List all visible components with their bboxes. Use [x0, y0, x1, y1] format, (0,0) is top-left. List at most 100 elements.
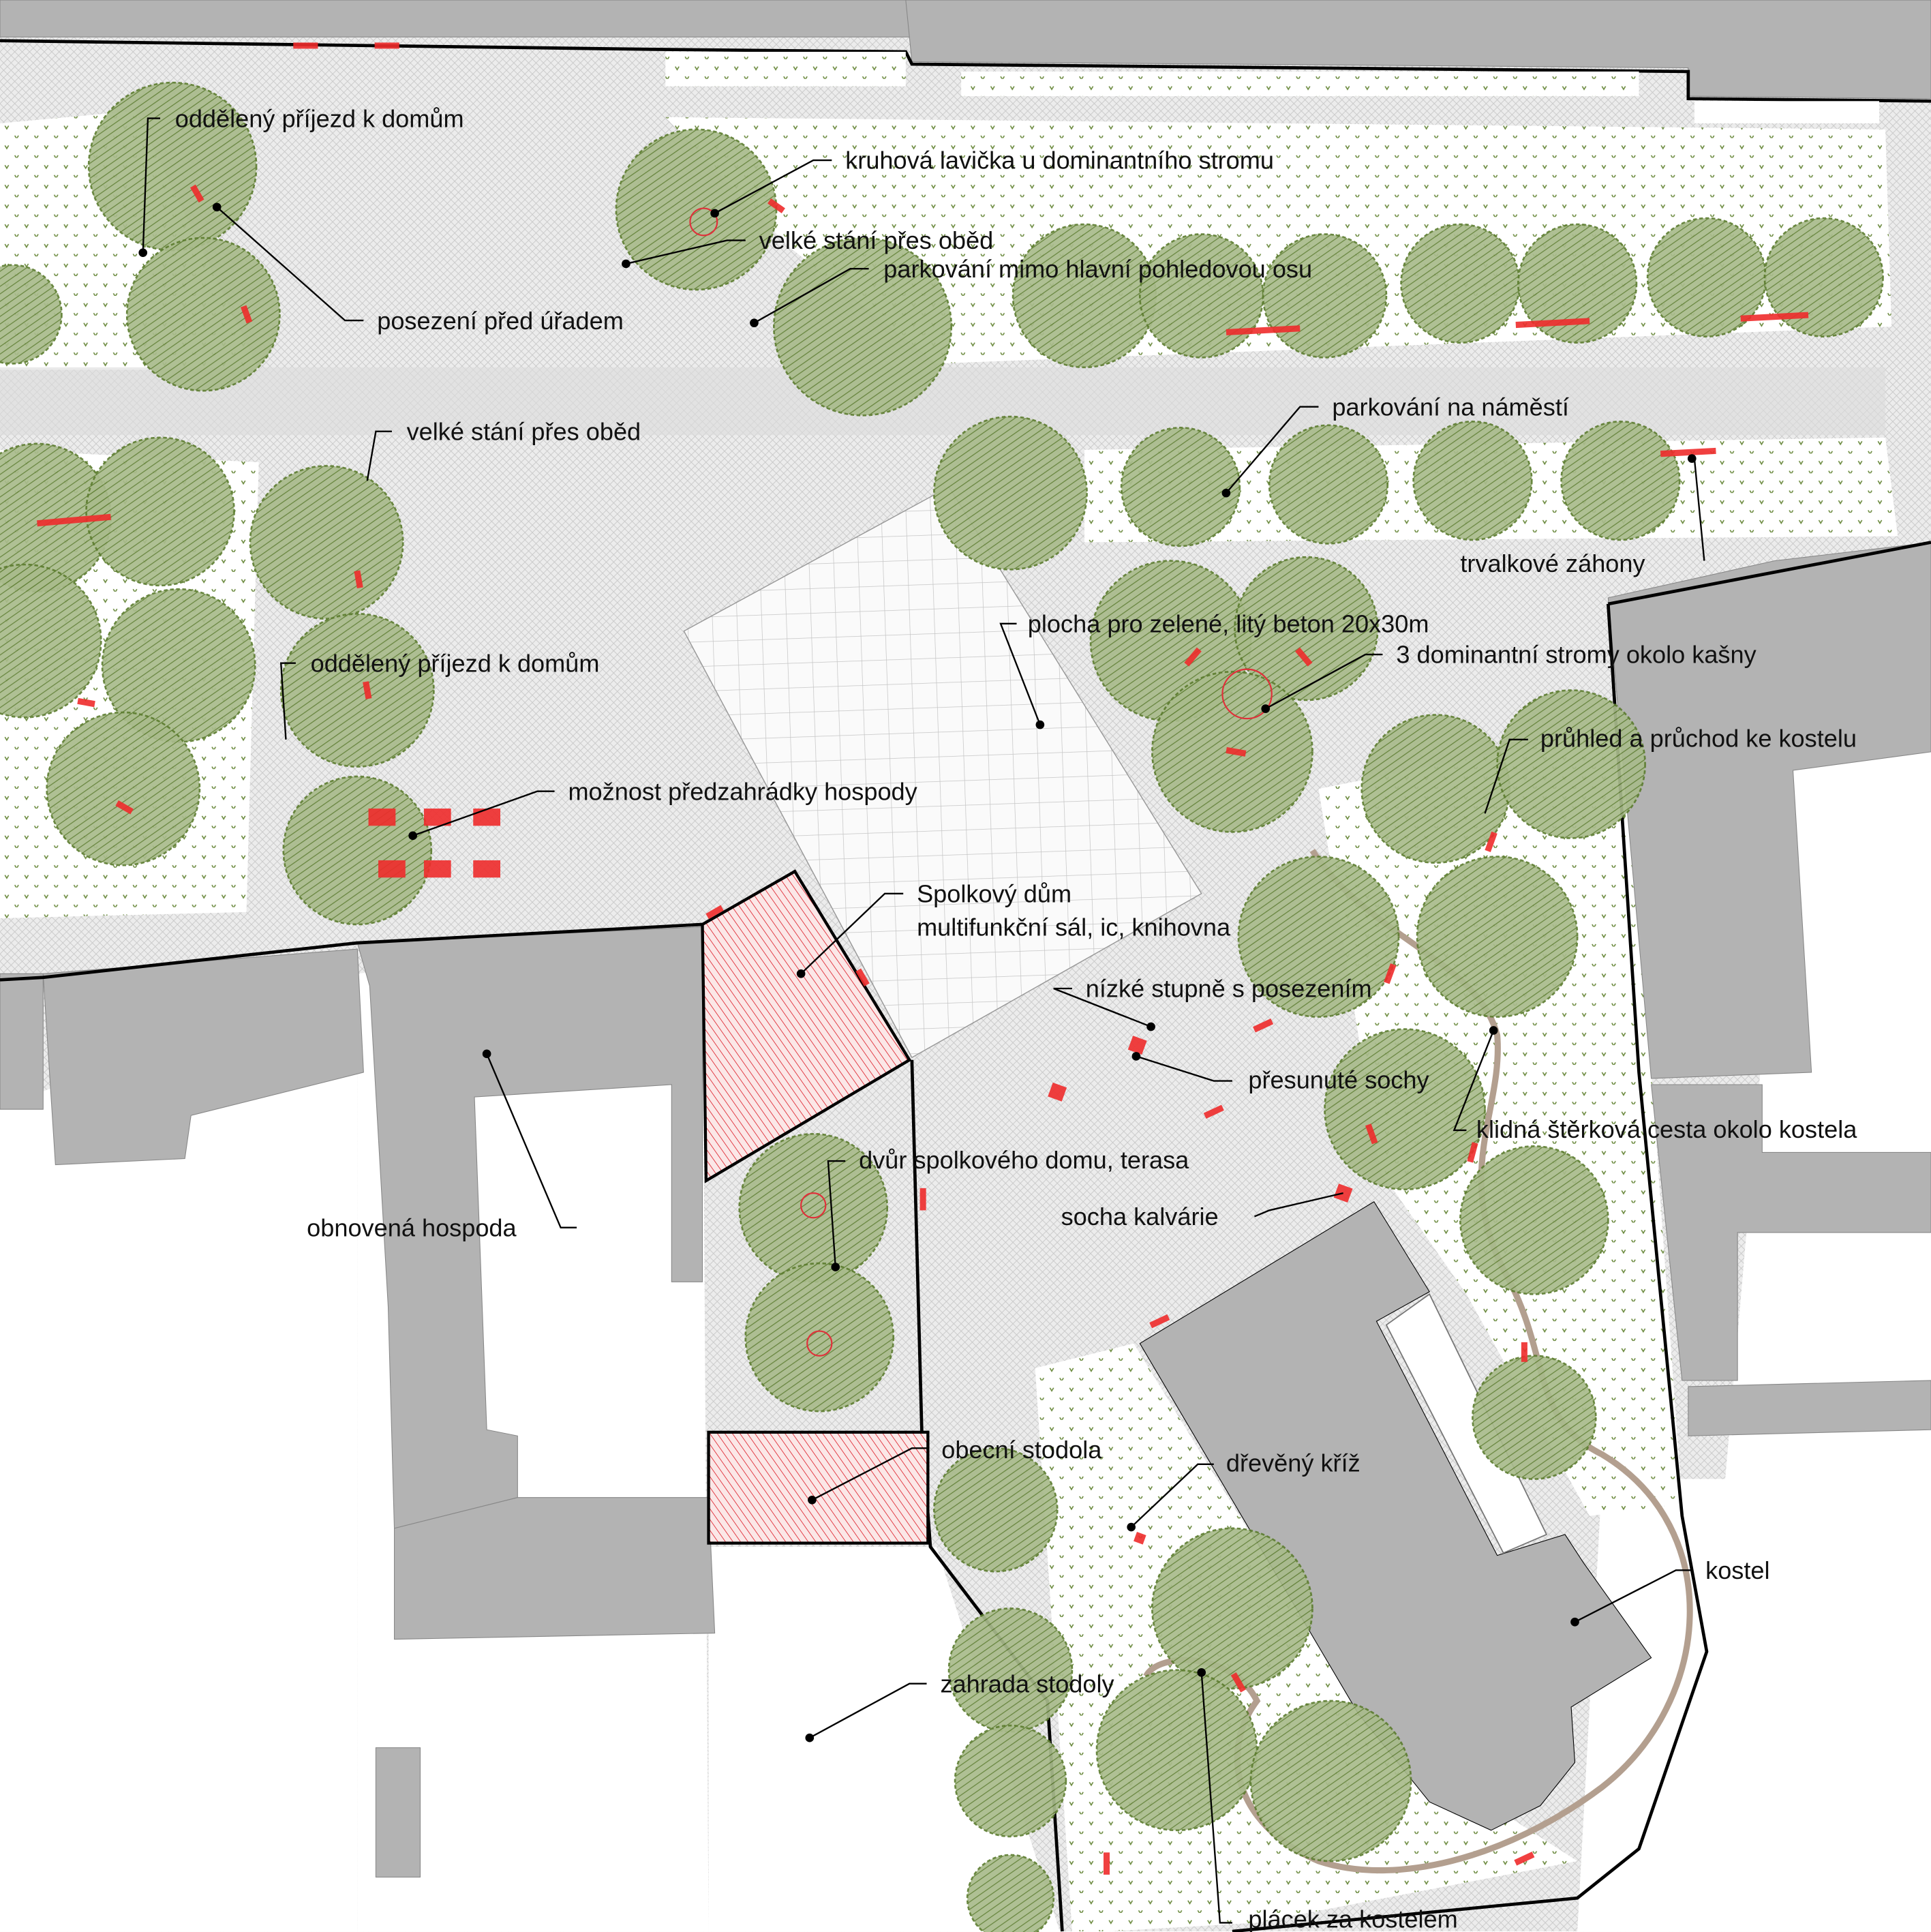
tree-canopy [1095, 1669, 1258, 1832]
tree-canopy [0, 563, 102, 719]
tree-canopy [744, 1262, 895, 1413]
bench-mark [1365, 1123, 1378, 1145]
renovated-pub-building [356, 926, 703, 1529]
bench-mark [1515, 318, 1590, 329]
label-church-plaza: plácek za kostelem [1248, 1905, 1457, 1932]
label-municipal-barn: obecní stodola [941, 1436, 1102, 1464]
label-pub-garden: možnost předzahrádky hospody [568, 777, 917, 805]
lawn-strip [665, 51, 906, 87]
bench-mark [1740, 312, 1809, 322]
circular-bench-icon [800, 1192, 827, 1219]
tree-canopy [1459, 1145, 1609, 1295]
label-wooden-cross: dřevěný kříž [1226, 1449, 1360, 1477]
tree-canopy [1234, 556, 1379, 701]
bench-mark [115, 800, 134, 815]
bench-mark [1226, 325, 1301, 335]
tree-canopy [1472, 1355, 1597, 1480]
bench-mark [1253, 1018, 1274, 1033]
label-calvary-statue: socha kalvárie [1061, 1203, 1219, 1231]
label-dominant-trees: 3 dominantní stromy okolo kašny [1396, 641, 1756, 669]
tree-canopy [1151, 1527, 1313, 1690]
bench-mark [1134, 1532, 1146, 1545]
bench-mark [37, 513, 111, 527]
tree-canopy [1412, 420, 1533, 541]
label-square-parking: parkování na náměstí [1332, 393, 1569, 421]
tree-canopy [282, 775, 433, 926]
bench-mark [423, 860, 451, 878]
bench-mark [1127, 1036, 1147, 1055]
bench-mark [1230, 1672, 1247, 1693]
tree-canopy [1517, 223, 1638, 344]
label-church-view: průhled a průchod ke kostelu [1540, 725, 1857, 753]
tree-canopy [125, 237, 281, 392]
label-perennial-beds: trvalkové záhony [1460, 549, 1645, 577]
building-right [1688, 1380, 1931, 1436]
label-barn-garden: zahrada stodoly [940, 1670, 1114, 1697]
label-low-steps: nízké stupně s posezením [1086, 975, 1372, 1003]
street-edge [0, 39, 1931, 103]
tree-canopy [279, 613, 435, 768]
bench-mark [1485, 831, 1497, 852]
label-parking-off-axis: parkování mimo hlavní pohledovou osu [883, 255, 1312, 283]
tree-canopy [1360, 714, 1511, 864]
municipal-barn [707, 1430, 930, 1545]
label-seating-office: posezení před úřadem [377, 307, 624, 335]
tree-canopy [1120, 427, 1241, 547]
bench-mark [190, 184, 204, 203]
leader-lines [138, 117, 1705, 1924]
label-renovated-pub: obnovená hospoda [307, 1213, 517, 1241]
tree-canopy [954, 1724, 1067, 1838]
bench-mark [1384, 963, 1397, 984]
bench-mark [241, 305, 253, 324]
lawn-strip [961, 71, 1639, 97]
label-separate-access: oddělený příjezd k domům [311, 649, 600, 677]
tree-canopy [738, 1132, 889, 1283]
bench-mark [705, 905, 724, 920]
label-courtyard: dvůr spolkového domu, terasa [859, 1146, 1189, 1174]
building [0, 973, 44, 1110]
tree-canopy [1416, 856, 1579, 1018]
bench-mark [1103, 1852, 1110, 1875]
label-moved-statues: přesunuté sochy [1248, 1066, 1429, 1093]
church-garden [1318, 727, 1682, 1516]
barn-garden-area [708, 1546, 1060, 1932]
trees [0, 81, 1884, 1932]
label-church: kostel [1705, 1556, 1769, 1584]
bench-mark [1226, 746, 1247, 757]
main-road [0, 367, 1886, 436]
bench-mark [1295, 647, 1313, 667]
church-boundary [1232, 603, 1709, 1932]
lawn-strip [1694, 101, 1880, 123]
tree-canopy [1324, 1028, 1486, 1191]
label-large-parking: velké stání přes oběd [759, 226, 994, 254]
tree-canopy [966, 1854, 1055, 1932]
bench-mark [473, 809, 501, 826]
tree-canopy [1560, 420, 1681, 541]
circular-bench-icon [689, 207, 718, 237]
bench-mark [767, 198, 785, 213]
tree-canopy [46, 711, 201, 866]
private-lot [1577, 1479, 1931, 1932]
label-community-house: Spolkový dům [917, 879, 1071, 907]
private-lot [0, 961, 358, 1932]
bench-mark [919, 1188, 926, 1211]
tree-canopy [1138, 233, 1264, 359]
boundary [0, 922, 703, 982]
fountain-icon [1221, 668, 1273, 720]
bench-mark [378, 860, 406, 878]
label-large-parking: velké stání přes oběd [407, 417, 641, 445]
church-building [1139, 1201, 1652, 1831]
tree-canopy [1400, 223, 1521, 344]
bench-mark [293, 42, 318, 49]
bench-mark [374, 42, 399, 49]
community-house [701, 869, 912, 1183]
label-separate-access: oddělený příjezd k domům [175, 104, 464, 132]
tree-canopy [1763, 217, 1884, 337]
concrete-plaza [683, 486, 1202, 1059]
boundary [1607, 541, 1931, 606]
bench-mark [855, 968, 870, 986]
tree-canopy [85, 436, 235, 587]
bench-mark [1149, 1314, 1170, 1329]
tree-canopy [773, 237, 953, 417]
